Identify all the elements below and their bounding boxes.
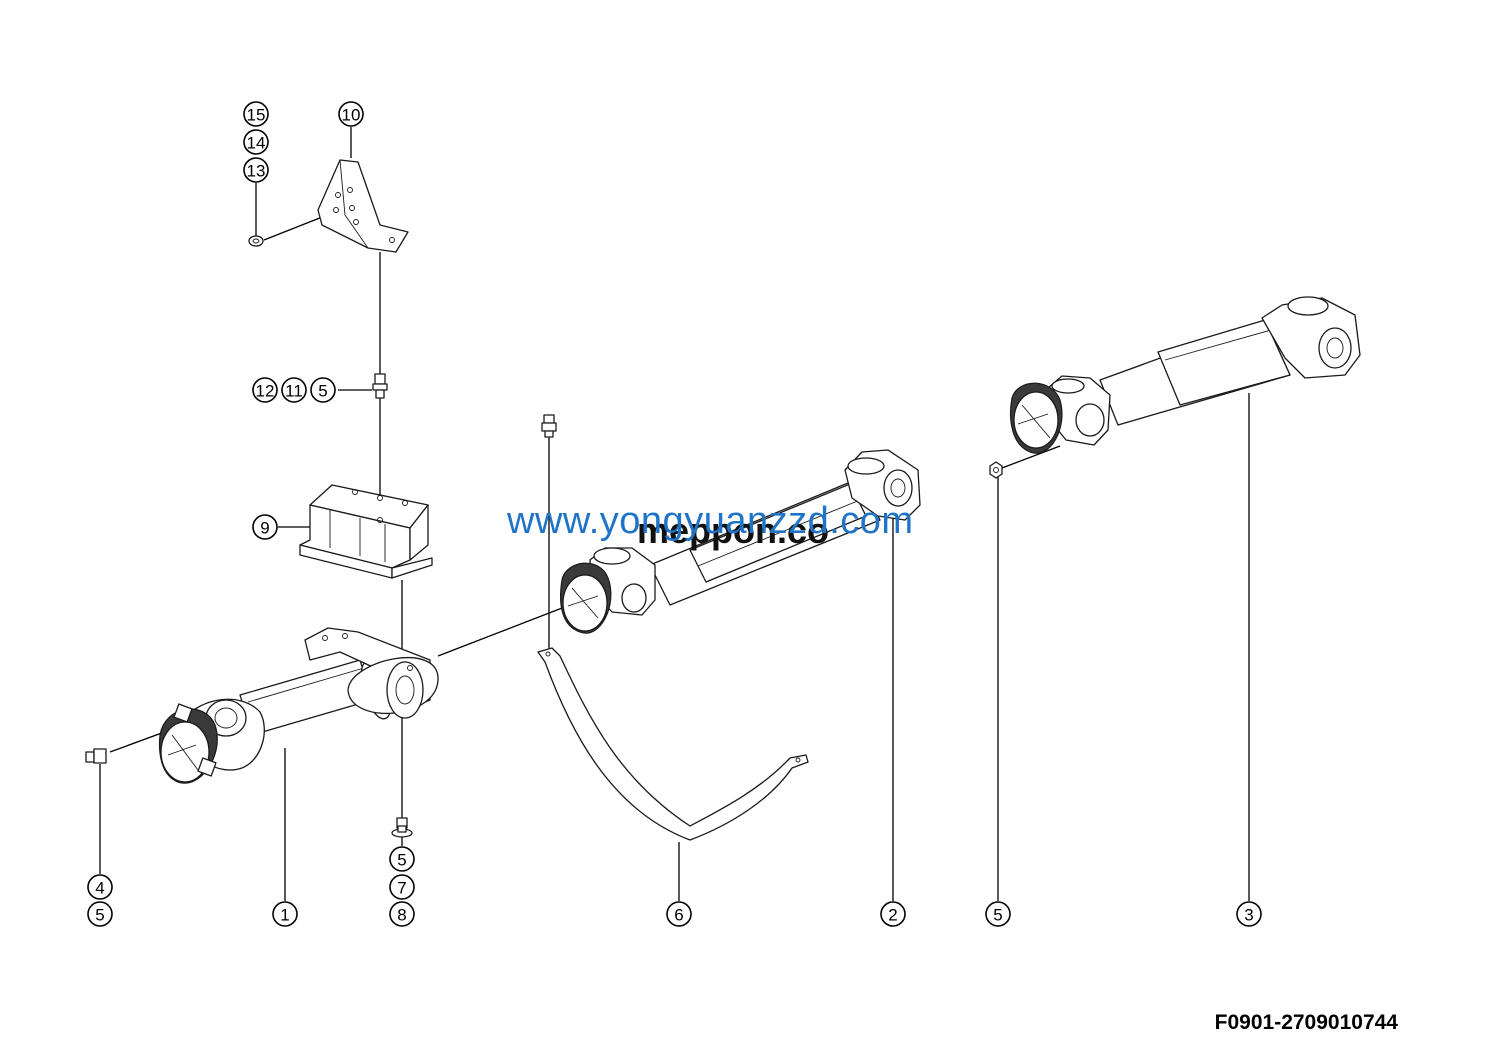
svg-text:5: 5 xyxy=(993,906,1002,925)
svg-text:5: 5 xyxy=(95,906,104,925)
svg-text:1: 1 xyxy=(280,906,289,925)
driveshaft-part-1 xyxy=(158,627,439,784)
callout-2: 2 xyxy=(880,901,906,927)
svg-text:13: 13 xyxy=(247,162,266,181)
stud-upper xyxy=(372,373,388,399)
callout-3: 3 xyxy=(1236,901,1262,927)
callout-6: 6 xyxy=(666,901,692,927)
callout-9: 9 xyxy=(252,514,278,540)
callout-8: 8 xyxy=(389,901,415,927)
svg-text:15: 15 xyxy=(247,106,266,125)
bolt-part-5-7-8 xyxy=(391,817,413,838)
svg-text:10: 10 xyxy=(342,106,361,125)
nut-right xyxy=(989,461,1003,479)
leader-lines xyxy=(99,127,1250,901)
svg-text:4: 4 xyxy=(95,879,104,898)
drawing-code: F0901-2709010744 xyxy=(1214,1011,1398,1034)
callout-15: 15 xyxy=(243,101,269,127)
callout-1: 1 xyxy=(272,901,298,927)
stud-strap xyxy=(541,414,557,438)
bolt-part-13 xyxy=(248,235,264,247)
svg-text:8: 8 xyxy=(397,906,406,925)
callout-10: 10 xyxy=(338,101,364,127)
callout-5-left: 5 xyxy=(87,901,113,927)
svg-text:5: 5 xyxy=(397,851,406,870)
svg-text:11: 11 xyxy=(285,382,303,401)
callout-14: 14 xyxy=(243,129,269,155)
grease-fitting-left xyxy=(85,748,107,764)
svg-text:5: 5 xyxy=(318,382,327,401)
callout-5-upper: 5 xyxy=(310,377,336,403)
svg-text:12: 12 xyxy=(256,382,275,401)
callout-4: 4 xyxy=(87,874,113,900)
callout-12: 12 xyxy=(252,377,278,403)
callout-11: 11 xyxy=(281,377,307,403)
callout-5-mid: 5 xyxy=(389,846,415,872)
svg-text:9: 9 xyxy=(260,519,269,538)
strap-part-6 xyxy=(537,647,809,841)
support-block-part-9 xyxy=(299,484,433,579)
svg-text:7: 7 xyxy=(397,879,406,898)
svg-text:6: 6 xyxy=(674,906,683,925)
watermark-secondary: meppon.co xyxy=(637,510,830,551)
svg-text:2: 2 xyxy=(888,906,897,925)
svg-text:14: 14 xyxy=(247,134,266,153)
driveshaft-part-2 xyxy=(559,449,921,634)
callout-13: 13 xyxy=(243,157,269,183)
bracket-part-10 xyxy=(317,159,409,253)
svg-text:3: 3 xyxy=(1244,906,1253,925)
driveshaft-part-3 xyxy=(1009,296,1361,454)
callout-7: 7 xyxy=(389,874,415,900)
watermark-primary: www.yongyuanzzd.com xyxy=(507,500,914,542)
callout-5-right: 5 xyxy=(985,901,1011,927)
